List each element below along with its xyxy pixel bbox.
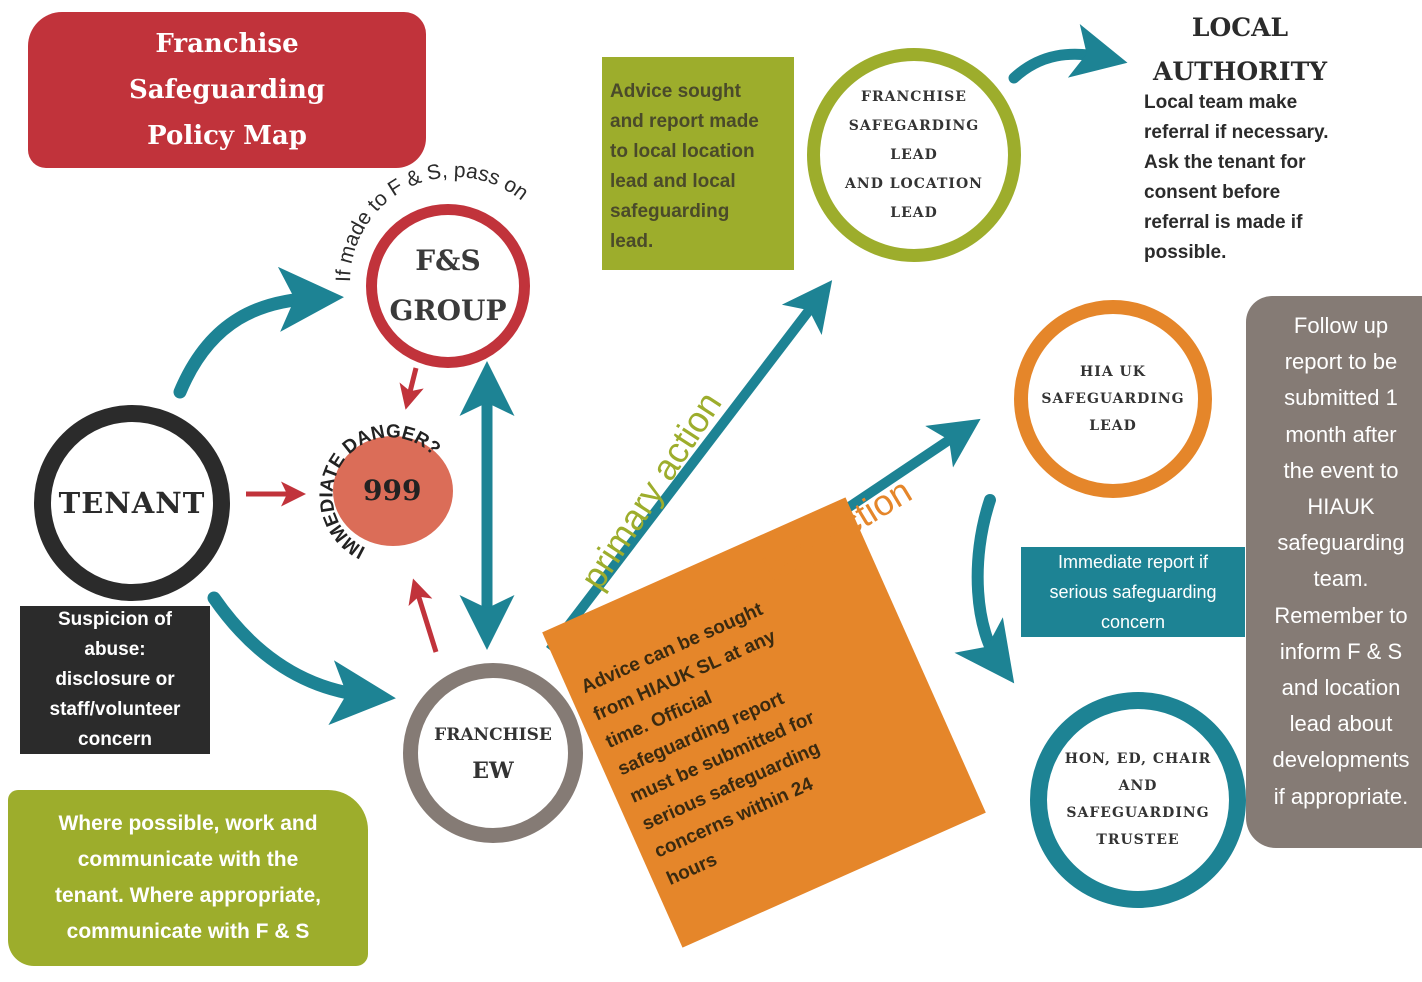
follow-up-line: and location <box>1281 675 1401 701</box>
arrow-fsl-to-la <box>1008 24 1128 84</box>
fsl-line: SAFEGARDING <box>848 117 980 134</box>
follow-up-line: submitted 1 <box>1284 385 1398 411</box>
advice-local-line: lead and local <box>610 171 736 192</box>
local-authority-text: Local team make referral if necessary. A… <box>1144 88 1384 268</box>
fsl-line: LEAD <box>890 204 938 221</box>
follow-up-line: if appropriate. <box>1273 783 1409 809</box>
fs-group-line: F&S <box>415 244 481 277</box>
follow-up-line: lead about <box>1289 711 1393 737</box>
fs-group-arc-label: If made to F & S, pass on <box>332 159 533 282</box>
immediate-line: serious safeguarding <box>1049 582 1217 602</box>
work-line: tenant. Where appropriate, <box>54 884 322 907</box>
policy-map-title: Franchise Safeguarding Policy Map <box>28 12 426 168</box>
fsl-line: LEAD <box>890 146 938 163</box>
hon-line: HON, ED, CHAIR <box>1064 751 1212 767</box>
advice-local-line: Advice sought <box>610 81 741 102</box>
follow-up-line: Follow up <box>1293 313 1389 338</box>
title-line: Franchise <box>155 29 299 59</box>
suspicion-line: abuse: <box>84 639 146 660</box>
follow-up-line: report to be <box>1284 349 1398 375</box>
phone-icon <box>333 436 453 546</box>
follow-up-line: the event to <box>1283 457 1399 483</box>
follow-up-line: safeguarding <box>1277 530 1405 556</box>
follow-up-line: inform F & S <box>1279 638 1403 664</box>
title-line: Policy Map <box>147 121 307 151</box>
advice-local-line: safeguarding <box>610 201 730 222</box>
hon-line: TRUSTEE <box>1096 832 1180 848</box>
svg-text:If made to F & S, pass on: If made to F & S, pass on <box>332 159 533 282</box>
suspicion-line: staff/volunteer <box>49 699 181 720</box>
hia-line: HIA UK <box>1080 363 1146 380</box>
la-heading-line: AUTHORITY <box>1152 57 1328 86</box>
work-line: communicate with the <box>77 848 299 871</box>
la-heading-line: LOCAL <box>1191 13 1289 42</box>
work-line: communicate with F & S <box>66 920 310 943</box>
la-line: Local team make <box>1144 92 1298 113</box>
hon-line: SAFEGUARDING <box>1066 805 1210 821</box>
tenant-node: TENANT <box>34 405 230 601</box>
arrow-tenant-to-ew <box>207 591 396 726</box>
fsl-line: AND LOCATION <box>845 175 983 192</box>
follow-up-line: HIAUK <box>1307 494 1375 520</box>
advice-local-line: to local location <box>610 141 755 162</box>
follow-up-line: team. <box>1313 566 1369 592</box>
ew-line: EW <box>472 758 514 784</box>
tenant-label: TENANT <box>58 486 206 520</box>
emergency-number: 999 <box>363 474 422 507</box>
work-line: Where possible, work and <box>58 812 318 835</box>
hon-line: AND <box>1118 778 1158 794</box>
immediate-report-box: Immediate report if serious safeguarding… <box>1021 547 1245 637</box>
la-line: consent before <box>1144 182 1281 203</box>
suspicion-box: Suspicion of abuse: disclosure or staff/… <box>20 606 210 754</box>
la-line: referral is made if <box>1144 212 1303 233</box>
hia-lead-node: HIA UK SAFEGUARDING LEAD <box>1014 300 1212 498</box>
arrow-ew-to-danger <box>408 578 439 653</box>
la-line: referral if necessary. <box>1144 122 1329 143</box>
fs-group-arc-text: If made to F & S, pass on <box>332 159 533 282</box>
hia-line: LEAD <box>1089 417 1137 434</box>
arrow-tenant-to-fs <box>173 266 344 399</box>
follow-up-box: Follow up report to be submitted 1 month… <box>1246 296 1422 848</box>
la-line: possible. <box>1144 242 1227 263</box>
suspicion-line: concern <box>78 729 152 750</box>
la-line: Ask the tenant for <box>1144 152 1306 173</box>
suspicion-line: disclosure or <box>55 669 175 690</box>
advice-local-line: lead. <box>610 231 654 252</box>
follow-up-line: developments <box>1272 747 1410 773</box>
trustee-node: HON, ED, CHAIR AND SAFEGUARDING TRUSTEE <box>1030 692 1246 908</box>
advice-local-line: and report made <box>610 111 759 132</box>
follow-up-line: Remember to <box>1274 602 1408 628</box>
fs-group-line: GROUP <box>389 294 507 327</box>
local-authority-heading: LOCAL AUTHORITY <box>1140 6 1340 94</box>
arrow-fs-to-danger <box>399 367 424 410</box>
immediate-line: concern <box>1100 612 1166 632</box>
arrow-hia-to-hon <box>954 494 1015 684</box>
franchise-ew-node: FRANCHISE EW <box>403 663 583 843</box>
immediate-line: Immediate report if <box>1057 552 1209 572</box>
franchise-lead-node: FRANCHISE SAFEGARDING LEAD AND LOCATION … <box>807 48 1021 262</box>
arrow-ew-to-fsl <box>546 280 833 654</box>
ew-line: FRANCHISE <box>434 725 552 745</box>
advice-local-box: Advice sought and report made to local l… <box>602 57 794 270</box>
hia-line: SAFEGUARDING <box>1041 390 1185 407</box>
work-with-tenant-box: Where possible, work and communicate wit… <box>8 790 368 966</box>
follow-up-line: month after <box>1285 421 1397 447</box>
danger-arc-label: IMMEDIATE DANGER? <box>318 421 444 560</box>
fsl-line: FRANCHISE <box>861 88 967 105</box>
fs-group-node: F&S GROUP <box>366 204 530 368</box>
title-line: Safeguarding <box>128 75 326 105</box>
suspicion-line: Suspicion of <box>58 609 172 630</box>
